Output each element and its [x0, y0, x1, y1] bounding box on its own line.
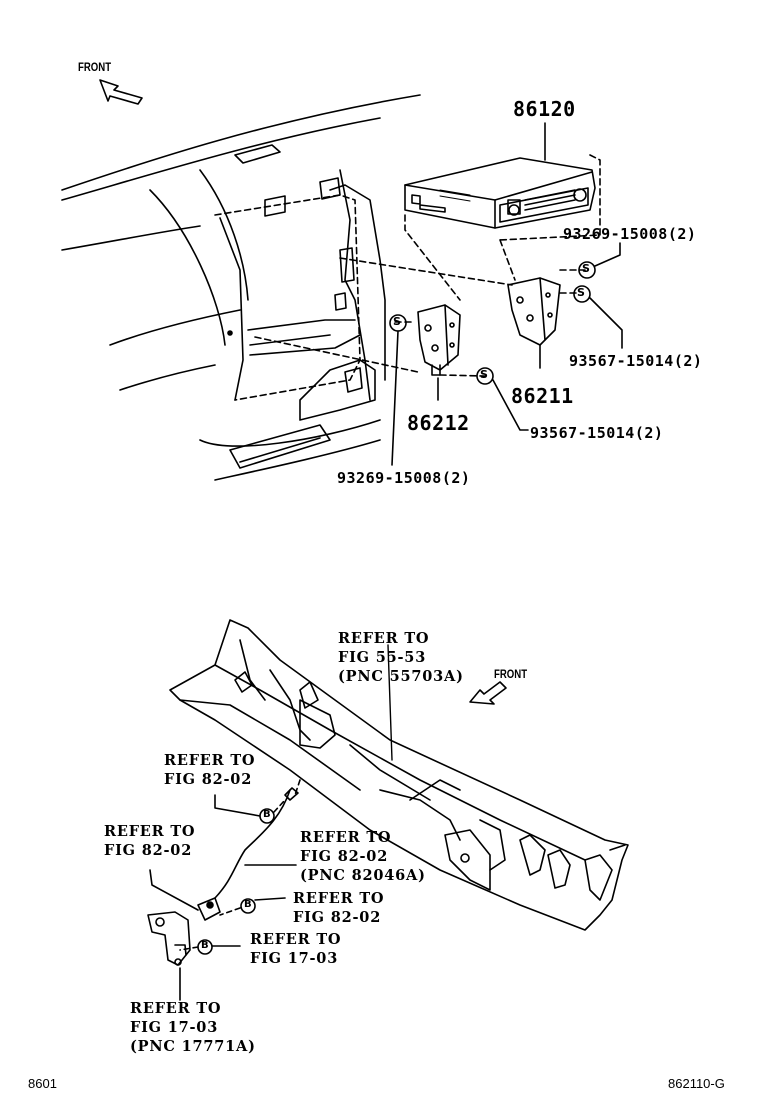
footer-right-code: 862110-G [668, 1076, 725, 1091]
radio-unit-86120 [404, 122, 601, 301]
cowl-panel [169, 619, 629, 931]
reference-bottom-bracket: REFER TO FIG 17-03 (PNC 17771A) [130, 1000, 256, 1055]
part-number-bolt-right: 93567-15014(2) [569, 352, 703, 370]
screw-marker-label: S [480, 368, 488, 381]
clip-marker-label: B [244, 899, 252, 910]
clip-marker-label: B [201, 940, 209, 951]
part-number-bracket-left: 86212 [407, 411, 470, 435]
wire-harness [197, 787, 299, 921]
part-number-bracket-right: 86211 [511, 384, 574, 408]
reference-cowl: REFER TO FIG 55-53 (PNC 55703A) [338, 630, 464, 685]
reference-wire-harness: REFER TO FIG 82-02 (PNC 82046A) [300, 829, 426, 884]
part-number-screw-left: 93269-15008(2) [337, 469, 471, 487]
screw-marker-left-lower [476, 367, 494, 385]
screw-marker-label: S [393, 315, 401, 328]
front-arrow-icon-bottom [469, 681, 507, 705]
reference-middle-clip: REFER TO FIG 82-02 [293, 890, 385, 926]
part-number-radio: 86120 [513, 97, 576, 121]
lower-bracket [147, 911, 191, 966]
screw-marker-right-lower [573, 285, 591, 303]
screw-marker-label: S [582, 262, 590, 275]
screw-marker-label: S [577, 286, 585, 299]
bracket-86211 [507, 277, 561, 369]
front-arrow-icon [99, 79, 143, 105]
dashboard-outline [61, 94, 421, 481]
leader-lines-top [391, 242, 623, 466]
reference-upper-clip: REFER TO FIG 82-02 [164, 752, 256, 788]
reference-left-bracket: REFER TO FIG 82-02 [104, 823, 196, 859]
assembly-dash-lines [254, 257, 586, 377]
bracket-86212 [417, 304, 461, 401]
part-number-screw-right: 93269-15008(2) [563, 225, 697, 243]
reference-lower-clip: REFER TO FIG 17-03 [250, 931, 342, 967]
footer-left-code: 8601 [28, 1076, 57, 1091]
screw-marker-right-upper [578, 261, 596, 279]
front-label-top: FRONT [78, 60, 112, 74]
clip-marker-label: B [263, 809, 271, 820]
front-label-bottom: FRONT [494, 667, 528, 681]
bottom-dash-lines [179, 779, 301, 951]
part-number-bolt-left: 93567-15014(2) [530, 424, 664, 442]
leader-lines-bottom [149, 794, 297, 1001]
clip-marker-middle [240, 898, 256, 914]
